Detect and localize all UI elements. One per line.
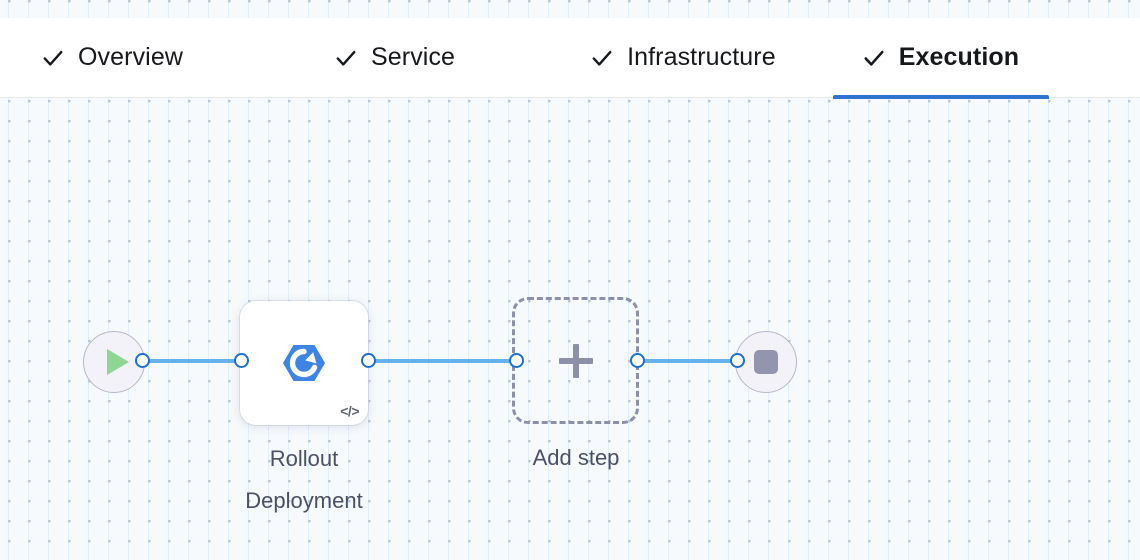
port-end-input[interactable] xyxy=(730,353,745,368)
tab-active-underline xyxy=(832,94,1050,99)
rollout-hexagon-icon xyxy=(283,345,325,381)
check-icon xyxy=(42,47,64,69)
pipeline-end-node[interactable] xyxy=(735,331,797,393)
port-start-output[interactable] xyxy=(135,353,150,368)
step-node-rollout-deployment[interactable]: </> xyxy=(240,301,368,425)
check-icon xyxy=(591,47,613,69)
port-addstep-input[interactable] xyxy=(509,353,524,368)
connector-addstep-to-end xyxy=(637,359,737,363)
tab-service-label: Service xyxy=(371,43,456,71)
tab-infrastructure[interactable]: Infrastructure xyxy=(561,18,806,98)
connector-rollout-to-addstep xyxy=(368,359,516,363)
add-step-label: Add step xyxy=(532,445,620,470)
check-icon xyxy=(335,47,357,69)
tab-execution[interactable]: Execution xyxy=(832,18,1050,99)
play-icon xyxy=(106,349,129,375)
stop-icon xyxy=(754,350,778,374)
tab-service[interactable]: Service xyxy=(305,18,485,98)
connector-start-to-rollout xyxy=(142,359,242,363)
check-icon xyxy=(863,47,885,69)
port-rollout-input[interactable] xyxy=(234,353,249,368)
add-step-node[interactable] xyxy=(512,297,639,424)
step-node-label-rollout-deployment: Rollout Deployment xyxy=(245,446,363,513)
code-glyph-icon: </> xyxy=(340,403,359,419)
port-addstep-output[interactable] xyxy=(630,353,645,368)
tab-execution-label: Execution xyxy=(898,43,1020,71)
plus-icon xyxy=(558,343,593,378)
tab-infrastructure-label: Infrastructure xyxy=(627,43,776,71)
pipeline-stage-tabbar: Overview Service Infrastructure xyxy=(0,18,1140,99)
tab-overview[interactable]: Overview xyxy=(12,18,213,98)
tab-overview-label: Overview xyxy=(78,43,183,71)
pipeline-start-node[interactable] xyxy=(83,331,145,393)
port-rollout-output[interactable] xyxy=(361,353,376,368)
